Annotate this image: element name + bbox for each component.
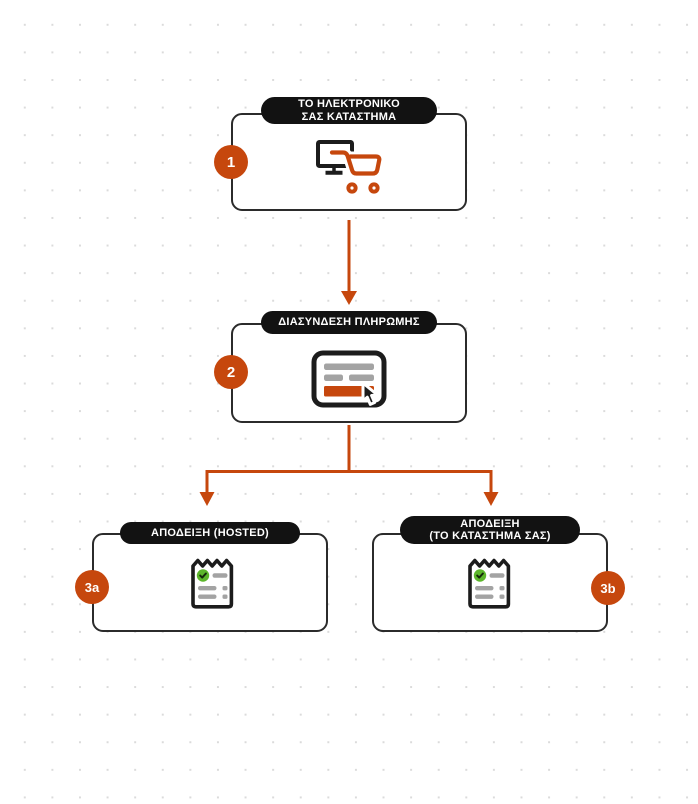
node-online-store-label: ΤΟ ΗΛΕΚΤΡΟΝΙΚΟ ΣΑΣ ΚΑΤΑΣΤΗΜΑ (261, 97, 437, 124)
label-line: ΑΠΟΔΕΙΞΗ (HOSTED) (151, 526, 269, 539)
node-receipt-hosted-label: ΑΠΟΔΕΙΞΗ (HOSTED) (120, 522, 300, 544)
branch-bracket (205, 470, 493, 493)
label-line: (ΤΟ ΚΑΤΑΣΤΗΜΑ ΣΑΣ) (429, 530, 551, 542)
arrowhead-step3a (199, 492, 215, 506)
step-number: 1 (226, 153, 236, 171)
step-number: 3b (600, 580, 616, 596)
node-receipt-your-store-label: ΑΠΟΔΕΙΞΗ (ΤΟ ΚΑΤΑΣΤΗΜΑ ΣΑΣ) (400, 516, 580, 544)
node-payment-gateway-label: ΔΙΑΣΥΝΔΕΣΗ ΠΛΗΡΩΜΗΣ (261, 311, 437, 334)
step-number: 3a (84, 579, 100, 595)
step-badge-3b: 3b (591, 571, 625, 605)
payment-form-cursor-icon (311, 350, 387, 408)
step-badge-3a: 3a (75, 570, 109, 604)
step-badge-2: 2 (214, 355, 248, 389)
arrowhead-step3b (483, 492, 499, 506)
step-badge-1: 1 (214, 145, 248, 179)
arrowhead-step2 (341, 291, 357, 305)
receipt-check-icon (468, 558, 511, 609)
label-line: ΤΟ ΗΛΕΚΤΡΟΝΙΚΟ (298, 98, 400, 110)
label-line: ΔΙΑΣΥΝΔΕΣΗ ΠΛΗΡΩΜΗΣ (278, 316, 420, 329)
monitor-shopping-cart-icon (316, 140, 385, 197)
label-line: ΣΑΣ ΚΑΤΑΣΤΗΜΑ (301, 110, 397, 123)
receipt-check-icon (191, 558, 234, 609)
label-line: ΑΠΟΔΕΙΞΗ (460, 517, 520, 530)
step-number: 2 (226, 363, 236, 381)
